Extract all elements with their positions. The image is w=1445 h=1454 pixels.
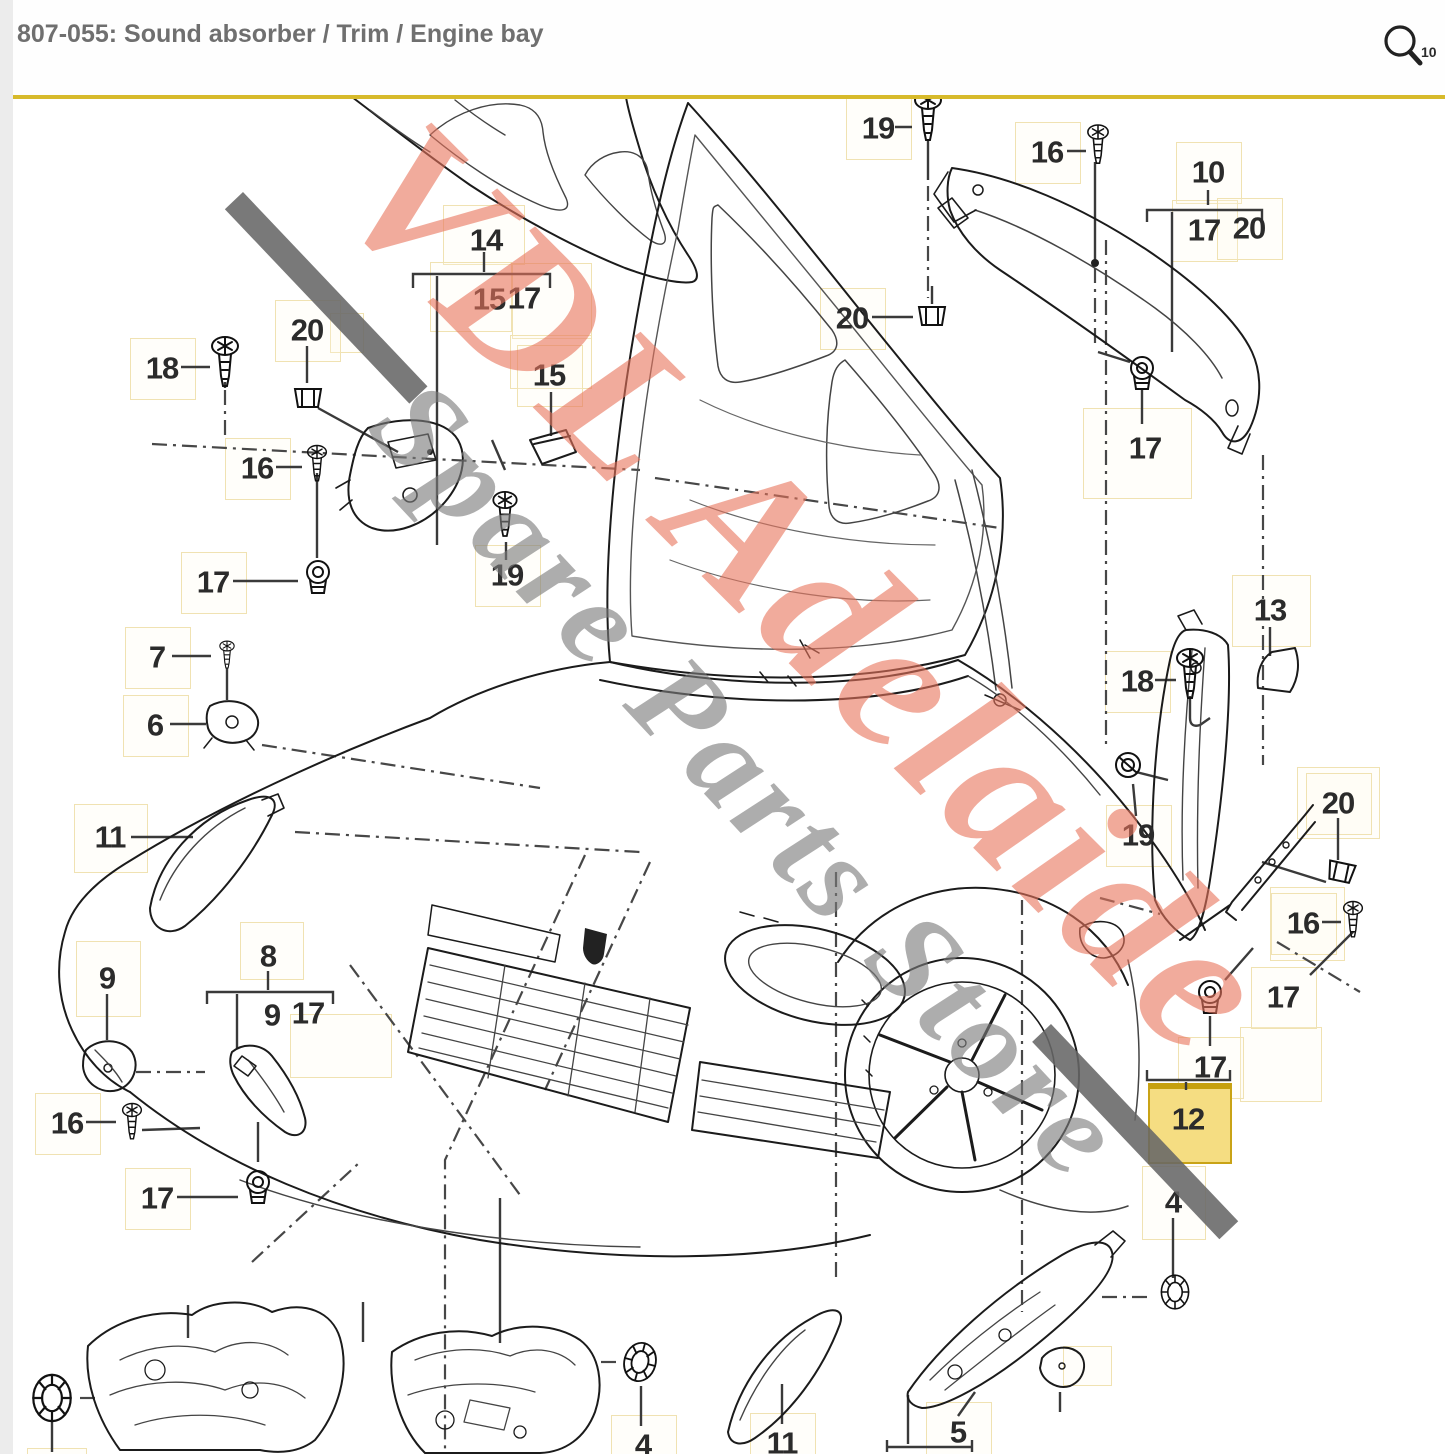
- hotspot-box-17[interactable]: [125, 1168, 191, 1230]
- part-callout-7[interactable]: 7: [148, 639, 166, 675]
- part-callout-19[interactable]: 19: [1121, 817, 1155, 853]
- part-callout-4[interactable]: 4: [634, 1427, 652, 1454]
- page-left-gutter: [0, 0, 13, 1454]
- part-callout-13[interactable]: 13: [1253, 592, 1287, 628]
- part-callout-18[interactable]: 18: [1120, 663, 1154, 699]
- part-callout-19[interactable]: 19: [861, 110, 895, 146]
- part-callout-6[interactable]: 6: [146, 707, 164, 743]
- hotspot-box-5[interactable]: [926, 1402, 992, 1454]
- part-callout-17[interactable]: 17: [507, 280, 541, 316]
- hotspot-box[interactable]: [512, 263, 592, 339]
- hotspot-box-20[interactable]: [820, 288, 886, 350]
- part-callout-16[interactable]: 16: [1286, 905, 1320, 941]
- part-callout-10[interactable]: 10: [1191, 154, 1225, 190]
- part-callout-15[interactable]: 15: [472, 281, 506, 317]
- page-title: 807-055: Sound absorber / Trim / Engine …: [17, 20, 544, 48]
- hotspot-box-17[interactable]: [1251, 967, 1317, 1029]
- part-callout-17[interactable]: 17: [291, 995, 325, 1031]
- hotspot-box-18[interactable]: [130, 338, 196, 400]
- hotspot-box-20[interactable]: [1217, 198, 1283, 260]
- hotspot-box-19[interactable]: [1106, 805, 1172, 867]
- part-callout-17[interactable]: 17: [1128, 430, 1162, 466]
- search-icon[interactable]: [1377, 18, 1425, 70]
- hotspot-box[interactable]: [1270, 887, 1345, 961]
- part-callout-17[interactable]: 17: [196, 564, 230, 600]
- hotspot-box-7[interactable]: [125, 627, 191, 689]
- part-callout-14[interactable]: 14: [469, 222, 503, 258]
- part-callout-17[interactable]: 17: [140, 1180, 174, 1216]
- search-control[interactable]: 10: [1377, 18, 1445, 70]
- hotspot-box-4[interactable]: [611, 1415, 677, 1454]
- hotspot-box[interactable]: [1063, 1346, 1112, 1386]
- header-divider: [0, 95, 1445, 99]
- hotspot-box-17[interactable]: [1082, 407, 1192, 499]
- part-callout-18[interactable]: 18: [145, 350, 179, 386]
- header: 807-055: Sound absorber / Trim / Engine …: [0, 0, 1445, 95]
- part-callout-15[interactable]: 15: [532, 357, 566, 393]
- part-callout-9[interactable]: 9: [98, 960, 116, 996]
- part-callout-16[interactable]: 16: [50, 1105, 84, 1141]
- part-callout-9[interactable]: 9: [263, 997, 281, 1033]
- part-callout-17[interactable]: 17: [1193, 1049, 1227, 1085]
- part-callout-20[interactable]: 20: [835, 300, 869, 336]
- part-callout-11[interactable]: 11: [766, 1425, 799, 1454]
- part-callout-12[interactable]: 12: [1171, 1101, 1205, 1137]
- hotspot-box-16[interactable]: [1015, 122, 1081, 184]
- part-callout-20[interactable]: 20: [290, 312, 324, 348]
- hotspot-box[interactable]: [290, 1014, 392, 1078]
- part-callout-11[interactable]: 11: [94, 819, 127, 855]
- hotspot-box[interactable]: [510, 335, 592, 389]
- hotspot-box-17[interactable]: [181, 552, 247, 614]
- part-callout-4[interactable]: 4: [1164, 1184, 1182, 1220]
- zoom-level-text: 10: [1421, 44, 1437, 60]
- hotspot-box-6[interactable]: [123, 695, 189, 757]
- hotspot-box[interactable]: [1240, 1027, 1322, 1102]
- hotspot-box-18[interactable]: [1105, 651, 1171, 713]
- part-callout-20[interactable]: 20: [1321, 785, 1355, 821]
- hotspot-box-19[interactable]: [475, 545, 541, 607]
- part-callout-8[interactable]: 8: [259, 938, 277, 974]
- part-callout-16[interactable]: 16: [240, 450, 274, 486]
- hotspot-box[interactable]: [240, 922, 304, 980]
- hotspot-box-16[interactable]: [35, 1093, 101, 1155]
- hotspot-box[interactable]: [27, 1448, 87, 1454]
- part-callout-17[interactable]: 17: [1266, 979, 1300, 1015]
- part-callout-16[interactable]: 16: [1030, 134, 1064, 170]
- part-callout-17[interactable]: 17: [1187, 212, 1221, 248]
- part-callout-5[interactable]: 5: [949, 1414, 967, 1450]
- part-callout-20[interactable]: 20: [1232, 210, 1266, 246]
- hotspot-box-16[interactable]: [225, 438, 291, 500]
- part-callout-19[interactable]: 19: [490, 557, 524, 593]
